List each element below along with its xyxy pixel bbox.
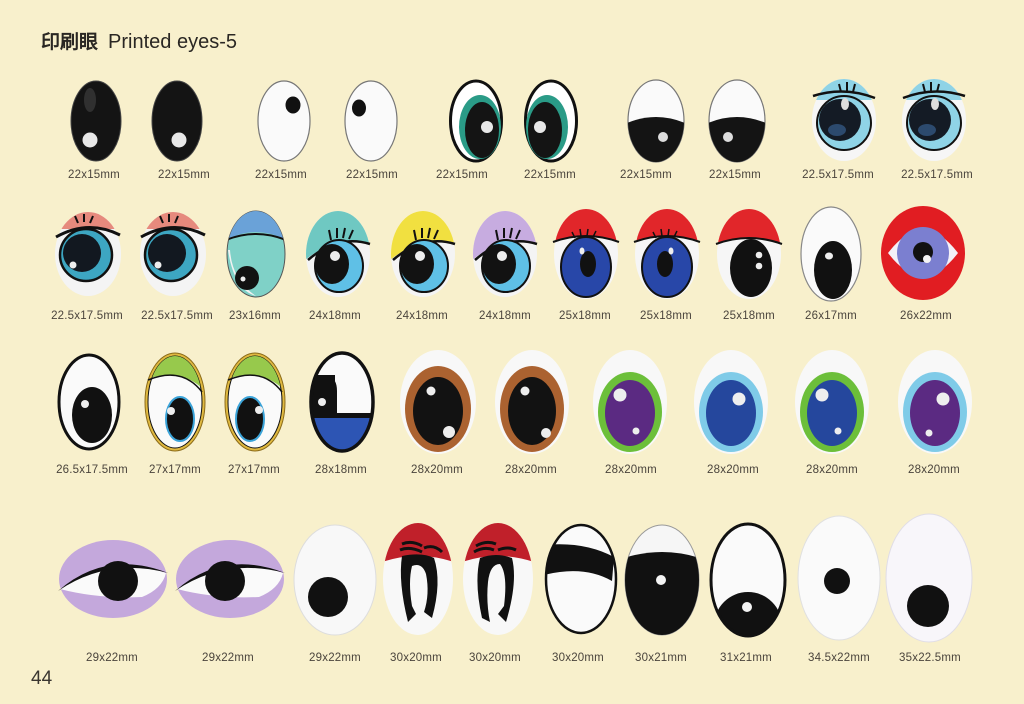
size-label: 29x22mm — [309, 652, 361, 664]
size-label: 30x20mm — [390, 652, 442, 664]
size-label: 27x17mm — [149, 464, 201, 476]
page-title-chinese: 印刷眼 — [41, 31, 99, 53]
eye-white-black-oval — [800, 206, 862, 302]
eye-cyan-ring-purple — [897, 349, 973, 455]
eye-white-small-dot — [797, 515, 881, 641]
eye-brown-iris — [399, 349, 477, 455]
eye-black-band — [544, 523, 618, 635]
page-title: 印刷眼 Printed eyes-5 — [41, 27, 237, 54]
eye-white-large-dot-low — [885, 513, 973, 643]
size-label: 22x15mm — [620, 169, 672, 181]
size-label: 25x18mm — [640, 310, 692, 322]
size-label: 30x20mm — [469, 652, 521, 664]
size-label: 22x15mm — [158, 169, 210, 181]
page-title-english: Printed eyes-5 — [108, 31, 237, 53]
eye-lilac-lid-lashes — [472, 210, 538, 298]
size-label: 31x21mm — [720, 652, 772, 664]
size-label: 28x20mm — [605, 464, 657, 476]
eye-lilac-almond — [175, 539, 285, 619]
eye-white-big-dot — [293, 524, 377, 636]
size-label: 22x15mm — [68, 169, 120, 181]
eye-red-lid-blue-iris — [633, 208, 701, 300]
size-label: 24x18mm — [309, 310, 361, 322]
size-label: 25x18mm — [559, 310, 611, 322]
size-label: 34.5x22mm — [808, 652, 870, 664]
size-label: 28x20mm — [411, 464, 463, 476]
eye-red-ring-periwinkle — [880, 205, 966, 301]
eye-half-black-pupil — [708, 79, 766, 163]
eye-green-ring-purple — [592, 349, 668, 455]
size-label: 22.5x17.5mm — [141, 310, 213, 322]
eye-blue-bottom-sideways — [309, 351, 375, 453]
eye-teal-lid-lashes — [305, 210, 371, 298]
size-label: 28x18mm — [315, 464, 367, 476]
eye-light-blue-lashes — [901, 78, 967, 162]
eye-half-black-pupil — [627, 79, 685, 163]
size-label: 25x18mm — [723, 310, 775, 322]
size-label: 26.5x17.5mm — [56, 464, 128, 476]
eye-cyan-ring-blue — [693, 349, 769, 455]
size-label: 24x18mm — [479, 310, 531, 322]
size-label: 28x20mm — [908, 464, 960, 476]
size-label: 30x20mm — [552, 652, 604, 664]
size-label: 29x22mm — [86, 652, 138, 664]
eye-white-semicircle — [709, 522, 787, 638]
size-label: 29x22mm — [202, 652, 254, 664]
page-number: 44 — [31, 668, 53, 689]
eye-teal-crescent — [449, 79, 503, 163]
eye-teal-crescent — [524, 79, 578, 163]
size-label: 27x17mm — [228, 464, 280, 476]
size-label: 28x20mm — [505, 464, 557, 476]
eye-black-oval-white-dot — [151, 80, 203, 162]
size-label: 22.5x17.5mm — [802, 169, 874, 181]
eye-red-lid-cartoon — [462, 522, 534, 636]
size-label: 22x15mm — [524, 169, 576, 181]
eye-white-oval-black-dot — [257, 80, 311, 162]
size-label: 35x22.5mm — [899, 652, 961, 664]
size-label: 24x18mm — [396, 310, 448, 322]
eye-red-lid-cartoon — [382, 522, 454, 636]
size-label: 22x15mm — [255, 169, 307, 181]
eye-white-oval-black-dot — [344, 80, 398, 162]
eye-pink-lid-blue-iris — [139, 211, 207, 297]
size-label: 22.5x17.5mm — [51, 310, 123, 322]
eye-light-blue-lashes — [811, 78, 877, 162]
eye-outlined-black-pupil — [57, 353, 121, 451]
eye-black-lower — [624, 524, 700, 636]
eye-gold-rim-green-lid — [144, 352, 206, 452]
size-label: 22x15mm — [346, 169, 398, 181]
eye-blue-lid-mint — [226, 210, 286, 298]
size-label: 22x15mm — [709, 169, 761, 181]
size-label: 23x16mm — [229, 310, 281, 322]
eye-green-ring-blue — [794, 349, 870, 455]
size-label: 28x20mm — [806, 464, 858, 476]
eye-black-oval-white-dot — [70, 80, 122, 162]
eye-red-lid-blue-iris — [552, 208, 620, 300]
eye-yellow-lid-lashes — [390, 210, 456, 298]
eye-pink-lid-blue-iris — [54, 211, 122, 297]
size-label: 22x15mm — [436, 169, 488, 181]
eye-brown-iris — [494, 349, 570, 455]
size-label: 28x20mm — [707, 464, 759, 476]
size-label: 22.5x17.5mm — [901, 169, 973, 181]
eye-red-lid-black — [715, 208, 783, 300]
eye-gold-rim-green-lid — [224, 352, 286, 452]
eye-lilac-almond — [58, 539, 168, 619]
size-label: 26x17mm — [805, 310, 857, 322]
size-label: 30x21mm — [635, 652, 687, 664]
size-label: 26x22mm — [900, 310, 952, 322]
